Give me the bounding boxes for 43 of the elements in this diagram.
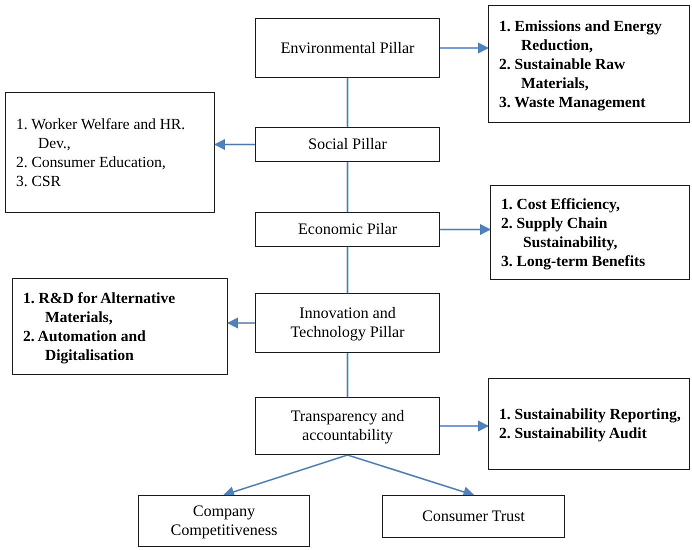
arrow (440, 420, 490, 432)
pillar-box (255, 293, 440, 353)
box-label: Environmental Pillar (280, 38, 414, 58)
pillar-box (382, 495, 565, 538)
detail-box (488, 378, 690, 470)
list-item: 2. Supply Chain Sustainability, (501, 214, 618, 252)
arrow (347, 454, 475, 498)
detail-box (5, 92, 215, 213)
list-item: 2. Automation and Digitalisation (23, 326, 147, 364)
list-item: 2. Sustainable Raw Materials, (499, 54, 626, 92)
box-label: Economic Pilar (298, 220, 398, 239)
pillar-box (255, 397, 440, 455)
list-item: 1. R&D for Alternative Materials, (23, 288, 176, 326)
list-item: 1. Emissions and Energy Reduction, (499, 16, 663, 54)
pillar-box (138, 495, 310, 547)
detail-box (488, 5, 690, 123)
arrow (440, 224, 492, 236)
box-label: Social Pillar (308, 135, 387, 154)
arrow (440, 42, 490, 54)
list-item: 1. Cost Efficiency, (501, 194, 621, 214)
detail-box (490, 185, 690, 280)
list-item: 2. Sustainability Audit (499, 424, 648, 443)
pillar-box (255, 127, 440, 162)
connector-line (346, 78, 348, 127)
connector-line (346, 247, 348, 293)
arrow (222, 454, 348, 498)
list-item: 3. CSR (16, 172, 62, 190)
box-label: Transparency and accountability (290, 407, 406, 445)
connector-line (346, 162, 348, 212)
pillar-box (255, 212, 440, 247)
list-item: 1. Worker Welfare and HR. Dev., (16, 114, 186, 152)
connector-line (346, 353, 348, 397)
box-label: Consumer Trust (422, 507, 525, 526)
list-item: 2. Consumer Education, (16, 152, 167, 172)
arrow (214, 138, 255, 150)
box-label: Company Competitiveness (170, 502, 278, 540)
arrow (226, 317, 255, 329)
detail-box (12, 278, 228, 375)
list-item: 3. Waste Management (499, 92, 647, 112)
box-label: Innovation and Technology Pillar (290, 304, 406, 342)
pillar-box (255, 18, 440, 78)
list-item: 1. Sustainability Reporting, (499, 405, 681, 424)
list-item: 3. Long-term Benefits (501, 252, 646, 270)
